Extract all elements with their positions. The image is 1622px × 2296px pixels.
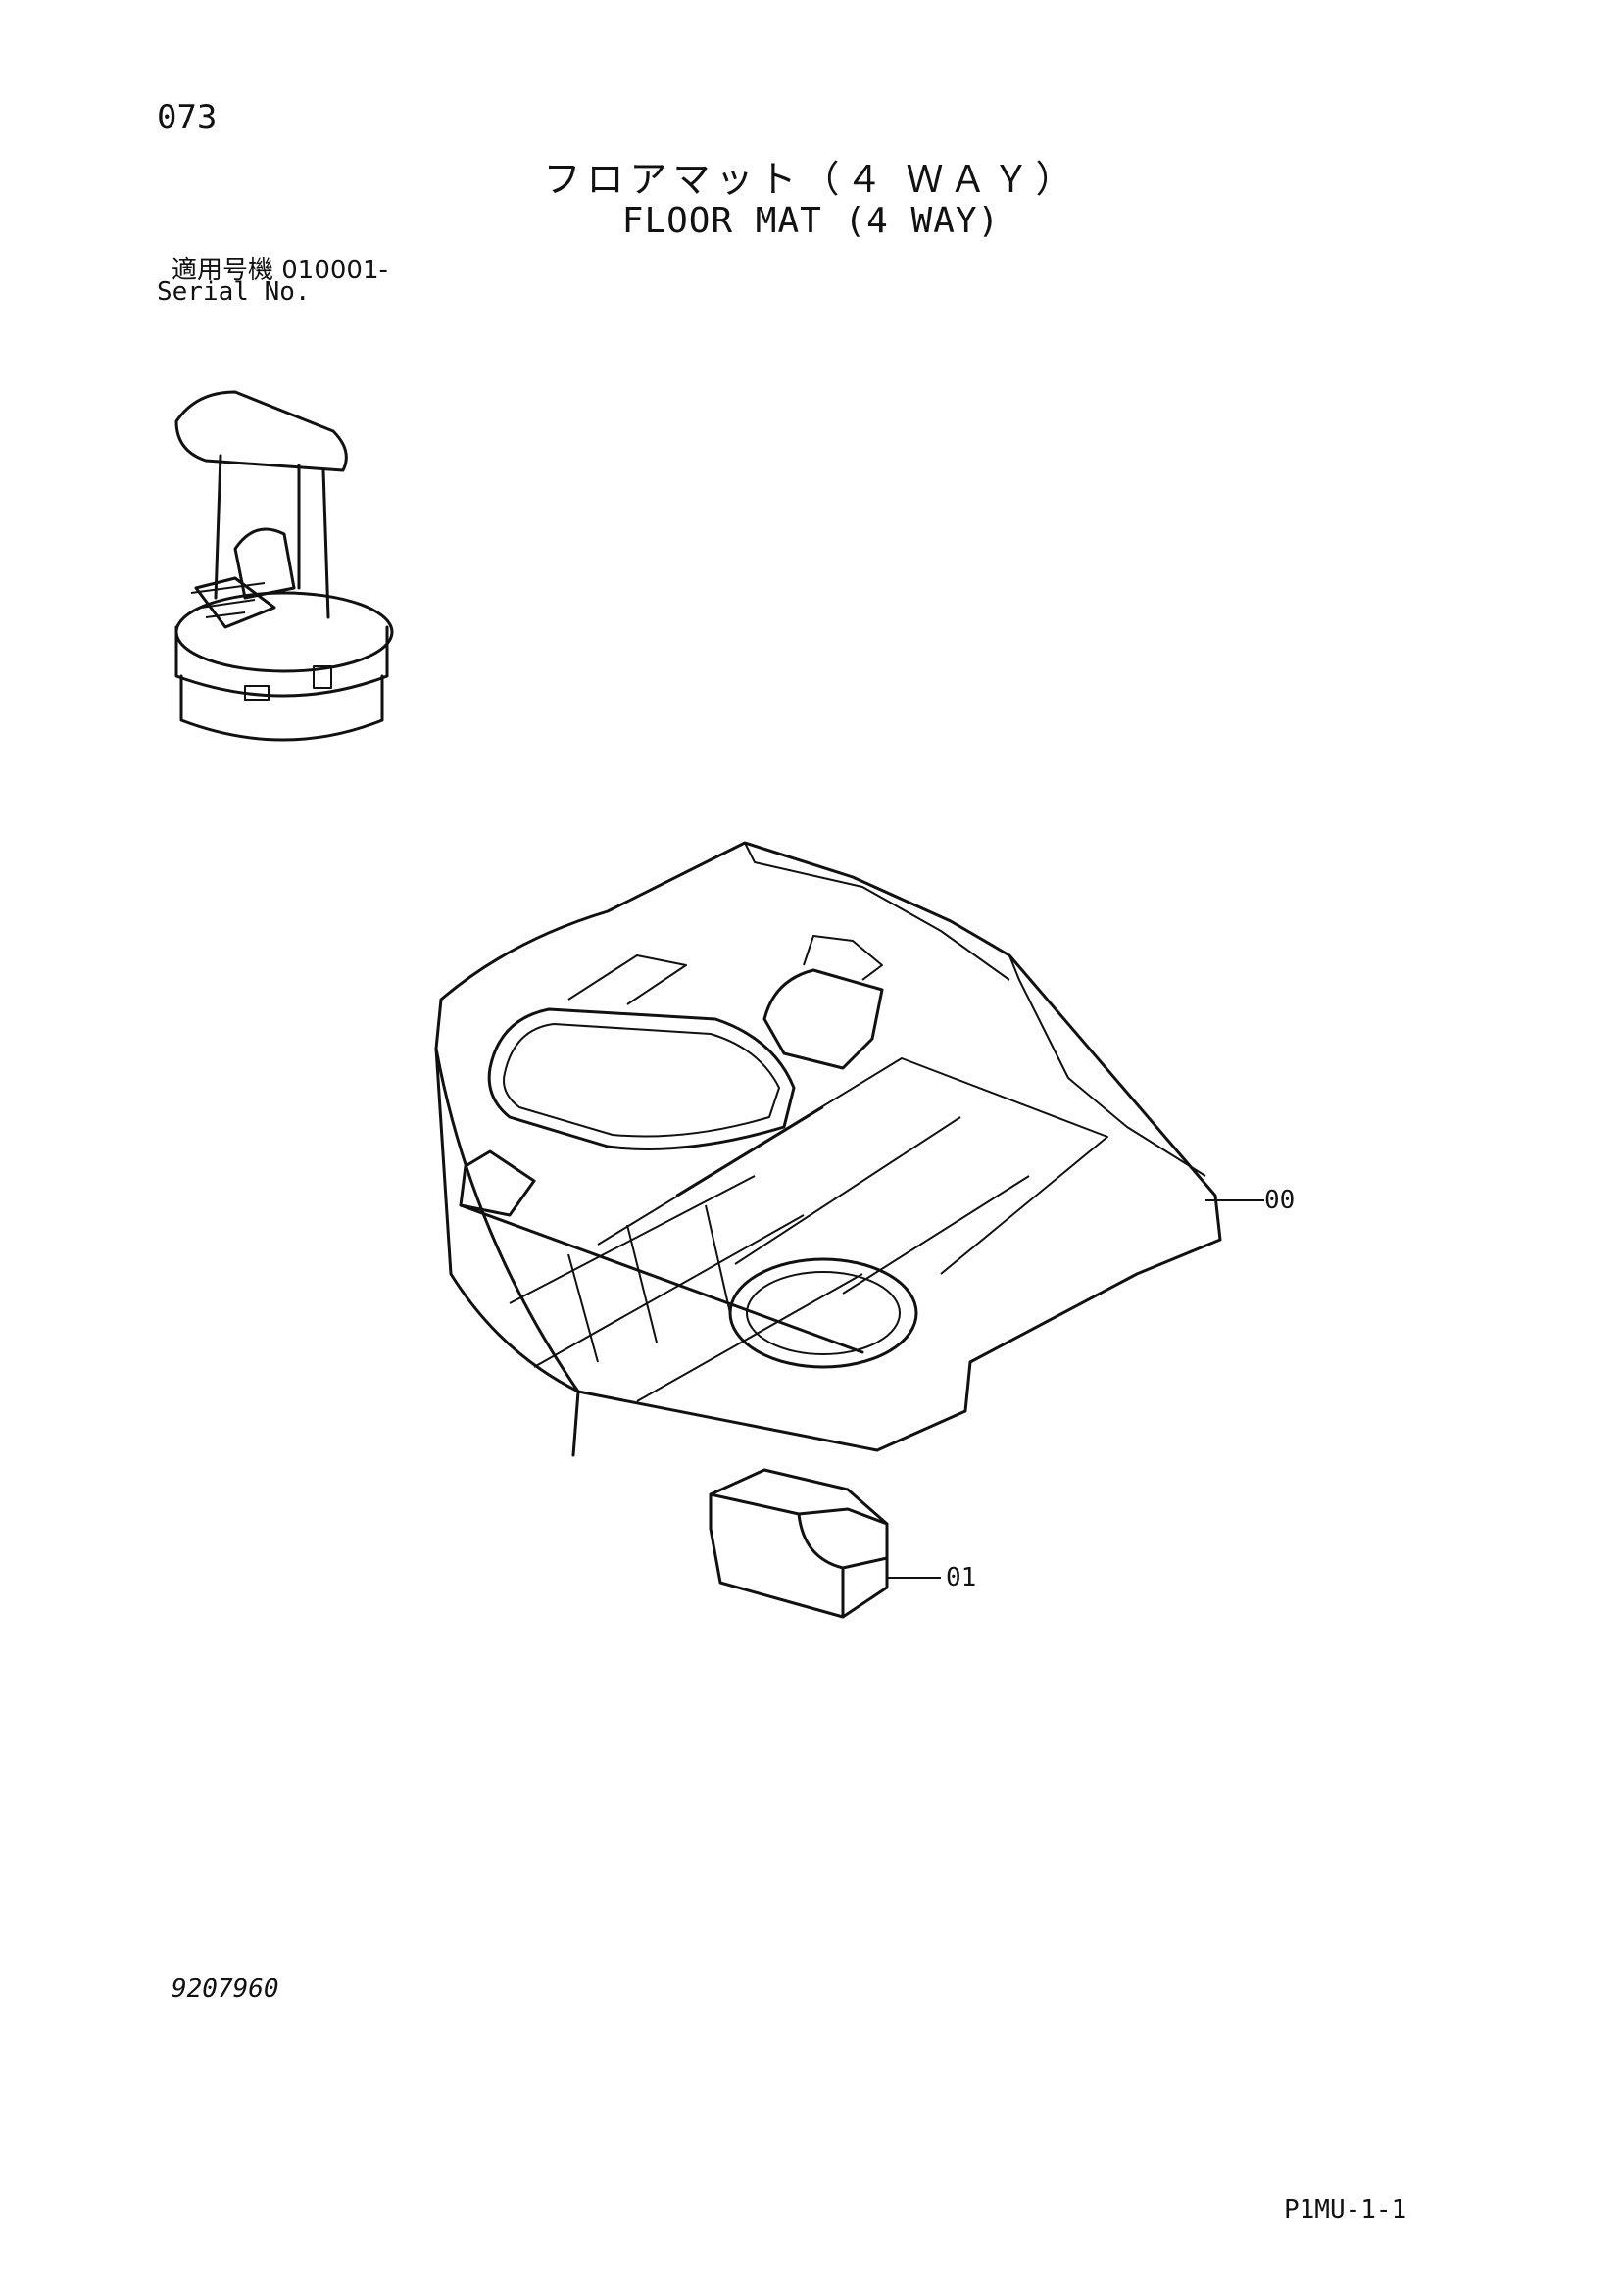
document-number: 9207960 [172, 1975, 279, 2004]
floor-mat-drawing [434, 841, 1222, 1457]
callout-label-00: 00 [1264, 1186, 1296, 1215]
page-code: P1MU-1-1 [1284, 2195, 1407, 2224]
machine-location-thumbnail [174, 390, 394, 742]
page-title-english: FLOOR MAT (4 WAY) [621, 201, 1001, 241]
callout-label-01: 01 [946, 1563, 977, 1592]
floor-block-drawing [709, 1468, 889, 1619]
serial-number-japanese: 適用号機 010001- [172, 256, 388, 285]
page-title-japanese: フロアマット（４ ＷＡＹ） [543, 158, 1079, 201]
page-number: 073 [157, 98, 218, 137]
serial-number-label: Serial No. [157, 277, 311, 307]
